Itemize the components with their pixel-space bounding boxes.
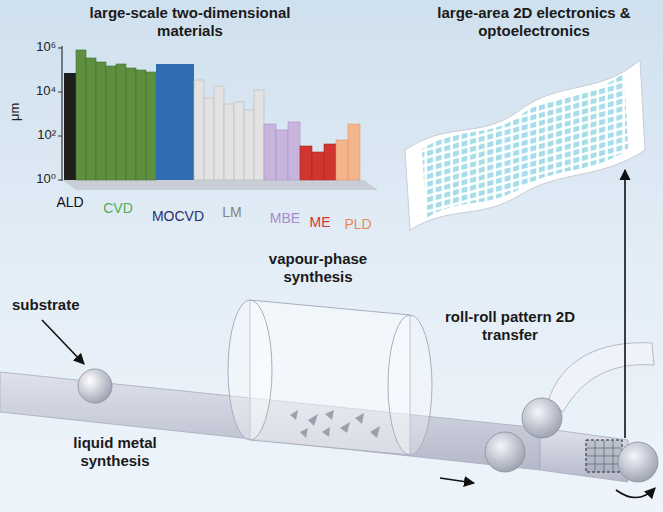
bar — [348, 124, 360, 180]
process-label: roll-roll pattern 2D transfer — [445, 308, 575, 344]
bar — [214, 86, 224, 180]
bar — [106, 66, 116, 180]
transfer-film — [548, 343, 654, 412]
bar — [64, 73, 76, 180]
take-up-roll — [618, 442, 658, 482]
flake — [355, 413, 364, 424]
crystal-flakes — [290, 410, 380, 438]
flow-arrow — [440, 478, 474, 483]
method-label: PLD — [328, 216, 388, 233]
vapour-tube — [228, 300, 432, 455]
bar — [234, 102, 244, 180]
chart-floor — [62, 180, 378, 190]
method-label: ALD — [40, 194, 100, 211]
tick — [58, 48, 62, 49]
bar — [254, 90, 264, 180]
bar — [156, 64, 194, 180]
method-label: MOCVD — [148, 208, 208, 225]
substrate-strip-end — [540, 428, 628, 482]
method-label: ME — [290, 214, 350, 231]
flake — [290, 410, 298, 420]
tube-end — [228, 300, 272, 440]
axis-tick-label: 10⁰ — [14, 171, 56, 187]
bar — [300, 146, 312, 180]
y-axis — [61, 46, 62, 181]
mocvd-bars — [156, 64, 194, 180]
pattern-grid — [587, 441, 621, 471]
axis-tick-label: 10² — [14, 127, 56, 143]
bar — [324, 144, 336, 180]
process-label: substrate — [12, 296, 80, 314]
bar — [264, 124, 276, 180]
roller — [522, 398, 562, 438]
bar — [312, 152, 324, 180]
device-array — [422, 72, 628, 218]
axis-unit: μm — [7, 97, 23, 127]
rotation-arrow — [616, 488, 655, 498]
flake — [322, 427, 330, 437]
tick — [58, 136, 62, 137]
roller — [485, 432, 525, 472]
pld-bars — [336, 124, 360, 180]
flake — [300, 428, 308, 438]
flake — [308, 414, 318, 426]
process-label: liquid metal synthesis — [40, 434, 190, 470]
bar — [336, 140, 348, 180]
ald-bars — [64, 73, 76, 180]
bar — [288, 122, 300, 180]
patterned-region — [586, 440, 622, 472]
bar — [276, 130, 288, 180]
axis-tick-label: 10⁶ — [14, 39, 56, 55]
bar — [116, 64, 126, 180]
process-label: vapour-phase synthesis — [248, 250, 388, 286]
chart-heading: large-scale two-dimensional materials — [70, 4, 310, 40]
bar — [96, 62, 106, 180]
bar — [86, 58, 96, 180]
tube-end — [388, 315, 432, 455]
flake — [340, 422, 350, 433]
sheet — [405, 60, 645, 230]
flake — [325, 410, 334, 420]
flexible-sheet — [405, 60, 645, 230]
bar-chart — [58, 46, 378, 190]
device-heading: large-area 2D electronics & optoelectron… — [409, 4, 659, 40]
bar — [126, 68, 136, 180]
liquid-metal-droplet — [78, 369, 112, 403]
method-label: LM — [202, 204, 262, 221]
pointer-arrow — [42, 320, 84, 364]
mbe-bars — [264, 122, 300, 180]
output-arrow — [624, 170, 626, 438]
flake — [370, 426, 380, 438]
method-label: MBE — [255, 210, 315, 227]
bar — [76, 50, 86, 180]
lm-bars — [194, 80, 264, 180]
me-bars — [300, 144, 336, 180]
bar — [244, 110, 254, 180]
cvd-bars — [76, 50, 156, 180]
bar — [204, 98, 214, 180]
tube-body — [250, 300, 410, 455]
axis-tick-label: 10⁴ — [14, 83, 56, 99]
tick — [58, 180, 62, 181]
method-label: CVD — [88, 200, 148, 217]
bar — [136, 70, 146, 180]
bar — [146, 72, 156, 180]
tick — [58, 92, 62, 93]
bar — [224, 104, 234, 180]
bar — [194, 80, 204, 180]
